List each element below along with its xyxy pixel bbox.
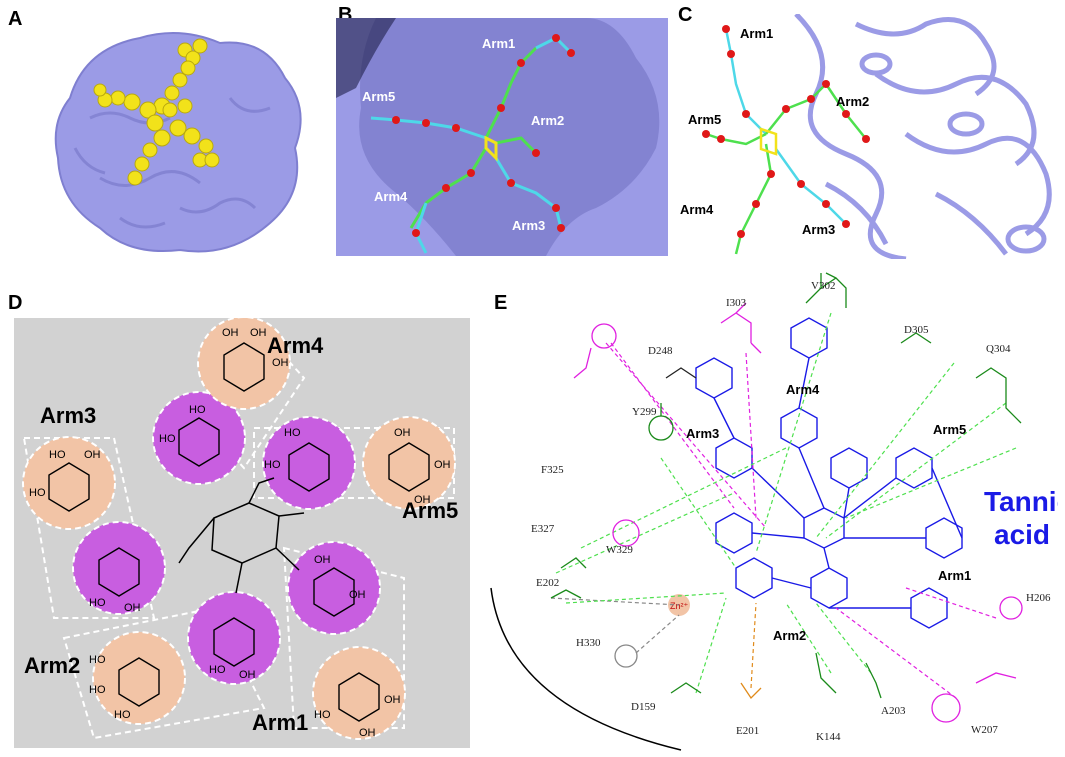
svg-text:HO: HO [29, 487, 46, 499]
arm5-label: Arm5 [688, 112, 721, 127]
ligand-spheres [93, 38, 220, 186]
svg-text:HO: HO [189, 404, 206, 416]
svg-text:HO: HO [49, 449, 66, 461]
protein-ribbon [794, 14, 1052, 259]
svg-text:HO: HO [284, 427, 301, 439]
arm3-label: Arm3 [802, 222, 835, 237]
svg-text:F325: F325 [541, 464, 564, 476]
residue-structures [550, 272, 1023, 723]
residue-labels: V302 I303 D248 D305 Q304 Y299 F325 E327 … [531, 280, 1051, 743]
svg-text:H206: H206 [1026, 592, 1051, 604]
svg-text:W207: W207 [971, 724, 998, 736]
arm2-label: Arm2 [836, 94, 869, 109]
tannic-acid-title-line1: Tannic [984, 486, 1058, 517]
svg-text:OH: OH [434, 459, 451, 471]
svg-text:A203: A203 [881, 705, 906, 717]
svg-text:D159: D159 [631, 701, 656, 713]
arm1-label: Arm1 [938, 568, 971, 583]
svg-text:OH: OH [239, 669, 256, 681]
zinc-label: Zn²⁺ [670, 601, 689, 611]
svg-text:K144: K144 [816, 731, 841, 743]
svg-text:HO: HO [314, 709, 331, 721]
oh-labels: OH OH OH HO HO HO HO OH OH OH HO OH HO HO OH HO OH… [29, 327, 451, 739]
arm2-label: Arm2 [773, 628, 806, 643]
shadow-region [336, 18, 396, 98]
panel-a-surface [54, 32, 302, 253]
svg-text:HO: HO [89, 654, 106, 666]
arm4-label: Arm4 [680, 202, 714, 217]
svg-text:OH: OH [384, 694, 401, 706]
svg-text:H330: H330 [576, 637, 601, 649]
svg-text:Q304: Q304 [986, 343, 1011, 355]
arm4-label: Arm4 [267, 333, 324, 358]
panel-c-ribbon: Arm1 Arm2 Arm3 Arm4 Arm5 [680, 14, 1052, 259]
panel-letter-e: E [494, 292, 508, 314]
panel-d-schematic: OH OH OH HO HO HO HO OH OH OH HO OH HO HO OH HO OH… [14, 318, 470, 748]
svg-text:HO: HO [209, 664, 226, 676]
svg-text:OH: OH [349, 589, 366, 601]
arm4-label: Arm4 [786, 382, 820, 397]
svg-text:E327: E327 [531, 523, 555, 535]
arm3-label: Arm3 [512, 218, 545, 233]
ligand-ball-stick [705, 28, 867, 255]
panel-letter-d: D [8, 292, 23, 314]
arm3-label: Arm3 [40, 403, 96, 428]
svg-text:V302: V302 [811, 280, 835, 292]
protein-surface [54, 32, 302, 253]
svg-text:OH: OH [394, 427, 411, 439]
svg-text:OH: OH [84, 449, 101, 461]
peach-rings [22, 318, 456, 740]
svg-text:OH: OH [414, 494, 431, 506]
svg-text:HO: HO [114, 709, 131, 721]
tannic-acid-title-line2: acid [994, 519, 1050, 550]
arm1-label: Arm1 [252, 710, 308, 735]
svg-text:I303: I303 [726, 297, 747, 309]
tannic-acid-skeleton [695, 317, 963, 629]
arm1-label: Arm1 [482, 36, 515, 51]
ring-hexagons [48, 342, 430, 722]
svg-text:E201: E201 [736, 725, 759, 737]
arm5-label: Arm5 [402, 498, 458, 523]
panel-b-docking: Arm1 Arm2 Arm3 Arm4 Arm5 [336, 18, 668, 256]
svg-text:HO: HO [89, 684, 106, 696]
panel-letter-c: C [678, 4, 693, 26]
svg-text:Y299: Y299 [632, 406, 657, 418]
svg-text:OH: OH [314, 554, 331, 566]
panel-letter-a: A [8, 8, 23, 30]
purple-rings [72, 391, 381, 685]
oxygen-atoms [392, 34, 575, 237]
svg-text:OH: OH [272, 357, 289, 369]
arm4-label: Arm4 [374, 189, 408, 204]
svg-text:D248: D248 [648, 345, 673, 357]
oxygen-atoms [702, 25, 870, 238]
arm5-label: Arm5 [933, 422, 966, 437]
arm2-label: Arm2 [531, 113, 564, 128]
svg-text:OH: OH [124, 602, 141, 614]
svg-text:W329: W329 [606, 544, 633, 556]
svg-text:HO: HO [264, 459, 281, 471]
arm1-label: Arm1 [740, 26, 773, 41]
svg-text:D305: D305 [904, 324, 929, 336]
svg-text:HO: HO [159, 433, 176, 445]
binding-arc [490, 587, 682, 751]
svg-text:OH: OH [359, 727, 376, 739]
svg-text:OH: OH [222, 327, 239, 339]
glucose-core [178, 477, 305, 594]
panel-e-interactions: Zn²⁺ [490, 272, 1058, 751]
svg-text:E202: E202 [536, 577, 559, 589]
svg-text:OH: OH [250, 327, 267, 339]
arm5-label: Arm5 [362, 89, 395, 104]
interaction-lines [550, 312, 1017, 699]
svg-text:HO: HO [89, 597, 106, 609]
arm3-label: Arm3 [686, 426, 719, 441]
arm2-label: Arm2 [24, 653, 80, 678]
